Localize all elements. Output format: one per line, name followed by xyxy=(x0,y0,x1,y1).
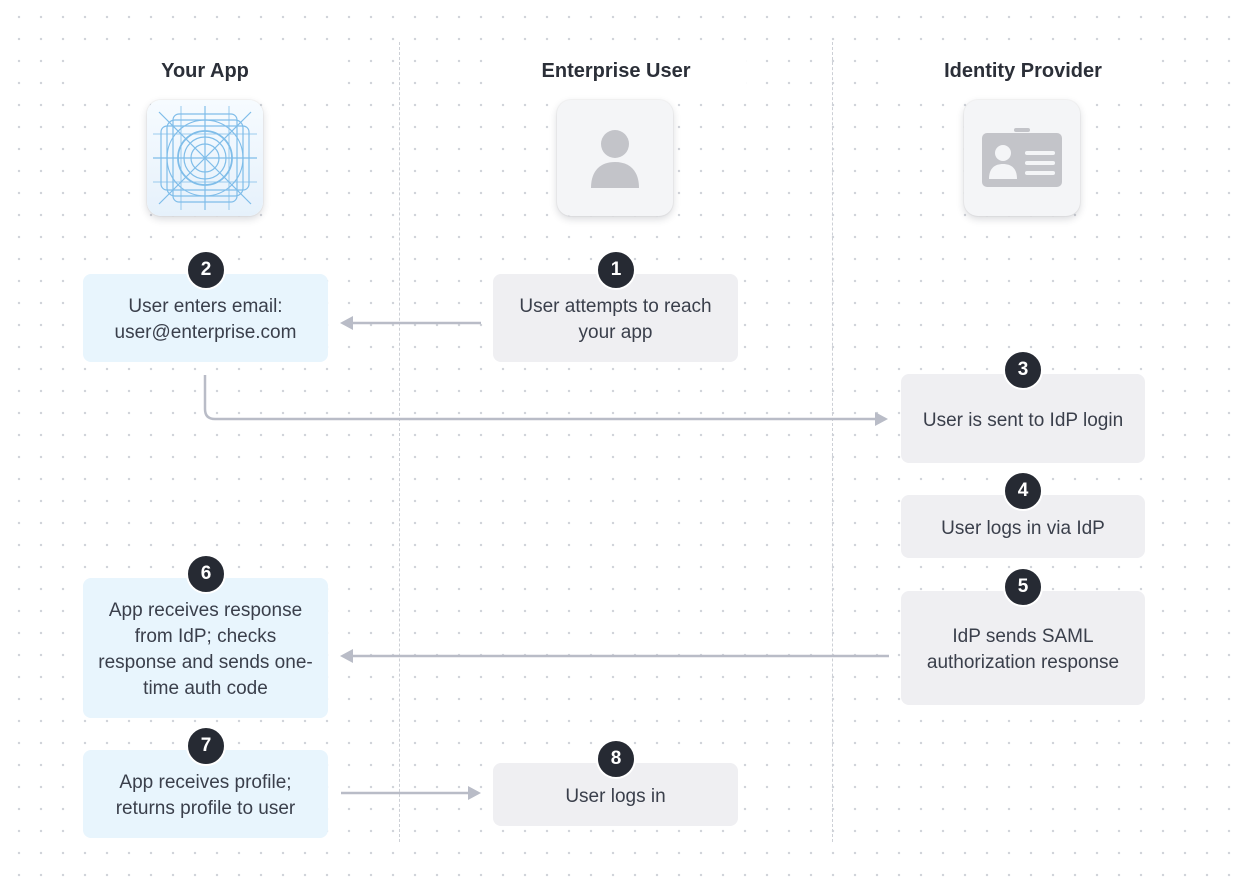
arrowhead-step3 xyxy=(875,412,888,426)
lane-divider-left xyxy=(399,42,400,842)
step-badge-1: 1 xyxy=(596,250,636,290)
step-badge-3: 3 xyxy=(1003,350,1043,390)
step-box-5: IdP sends SAML authorization response xyxy=(901,591,1145,705)
step-badge-8: 8 xyxy=(596,739,636,779)
lane-title-identity-provider: Identity Provider xyxy=(893,58,1153,85)
lane-title-your-app: Your App xyxy=(75,58,335,85)
step-box-6: App receives response from IdP; checks r… xyxy=(83,578,328,718)
arrow-step2-to-step3 xyxy=(203,375,878,421)
person-icon xyxy=(557,100,673,216)
app-blueprint-icon xyxy=(147,100,263,216)
arrowhead-step2 xyxy=(340,316,353,330)
step-badge-6: 6 xyxy=(186,554,226,594)
step-box-8: User logs in xyxy=(493,763,738,826)
step-badge-4: 4 xyxy=(1003,471,1043,511)
step-badge-2: 2 xyxy=(186,250,226,290)
id-card-icon xyxy=(964,100,1080,216)
lane-title-enterprise-user: Enterprise User xyxy=(486,58,746,85)
arrowhead-step6 xyxy=(340,649,353,663)
arrowhead-step8 xyxy=(468,786,481,800)
step-badge-7: 7 xyxy=(186,726,226,766)
lane-divider-right xyxy=(832,42,833,842)
step-badge-5: 5 xyxy=(1003,567,1043,607)
step-box-4: User logs in via IdP xyxy=(901,495,1145,558)
